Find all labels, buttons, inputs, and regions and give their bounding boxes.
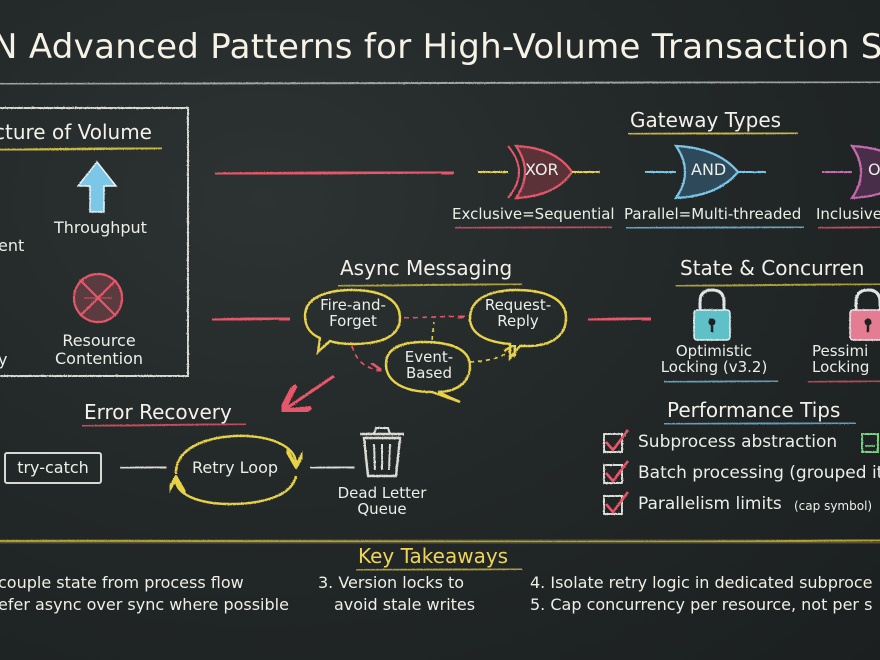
takeaways-heading: Key Takeaways [358,544,509,568]
volume-fragment-label: ent [0,236,25,255]
checkbox-1-icon [603,429,630,453]
flow-arrow-gateways [214,172,448,174]
and-caption: Parallel=Multi-threaded [624,205,802,223]
takeaway-col1-line1: couple state from process flow [0,573,244,592]
async-heading: Async Messaging [340,256,513,280]
state-heading: State & Concurren [680,256,865,280]
subprocess-mini-icon [861,433,879,453]
perf-item-2: Batch processing (grouped it [638,463,880,483]
xor-gate-icon [478,144,600,200]
flow-arrow-state [587,318,648,320]
retry-loop-cycle-icon [176,434,296,506]
page-title: N Advanced Patterns for High-Volume Tran… [0,27,880,67]
inclusive-symbol: O [868,160,880,179]
flow-arrow-async [211,318,286,320]
dead-letter-label: Dead Letter Queue [337,484,427,518]
trash-can-icon [360,427,404,478]
pessimistic-label: Pessimi Locking [812,342,870,376]
retry-loop-label: Retry Loop [192,458,279,477]
fire-forget-label: Fire-and- Forget [320,296,386,330]
takeaway-col3-line1: 4. Isolate retry logic in dedicated subp… [530,573,873,592]
checkbox-2-icon [603,460,630,484]
takeaway-col3-line2: 5. Cap concurrency per resource, not per… [530,595,873,614]
volume-heading: cture of Volume [0,120,152,144]
xor-symbol: XOR [525,160,559,179]
flow-arrow-error [284,374,335,410]
error-heading: Error Recovery [84,400,232,424]
pessimistic-lock-icon [849,288,880,341]
throughput-label: Throughput [54,218,147,237]
throughput-arrow-icon [76,160,118,213]
and-gate-icon [645,144,766,200]
volume-box [0,107,189,377]
xor-caption: Exclusive=Sequential [452,205,615,223]
and-symbol: AND [691,160,727,179]
resource-contention-icon [72,272,124,324]
optimistic-label: Optimistic Locking (v3.2) [660,342,768,376]
checkbox-3-icon [603,491,630,515]
takeaway-col1-line2: efer async over sync where possible [0,595,289,614]
event-based-label: Event- Based [404,348,454,382]
inclusive-caption: Inclusive [816,205,880,223]
title-underline [0,81,880,85]
fire-forget-bubble [303,288,402,356]
gateway-heading: Gateway Types [630,108,782,132]
optimistic-lock-icon [693,288,731,341]
perf-item-3-note: (cap symbol) [794,499,873,513]
resource-contention-label: Resource Contention [54,331,143,368]
volume-fragment-label-2: y [0,350,8,369]
event-based-bubble [384,340,472,404]
takeaway-col2-line2: avoid stale writes [334,595,476,614]
inclusive-gate-icon [822,144,880,200]
perf-heading: Performance Tips [667,398,841,422]
takeaway-col2-line1: 3. Version locks to [318,573,465,592]
try-catch-box: try-catch [4,452,102,484]
perf-item-3: Parallelism limits [638,494,782,514]
perf-item-1: Subprocess abstraction [638,432,838,452]
request-reply-label: Request- Reply [484,296,552,330]
request-reply-bubble [468,288,568,362]
